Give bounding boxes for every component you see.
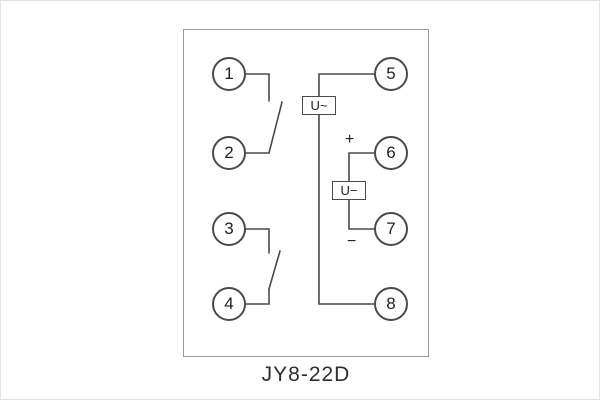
ac-voltage-box: U~ [302, 96, 336, 115]
model-caption: JY8-22D [261, 363, 351, 386]
wire-dcbox-to-7 [348, 199, 375, 230]
contact-3-fixed [245, 228, 270, 254]
polarity-minus-label: − [347, 233, 357, 250]
terminal-8: 8 [374, 287, 408, 321]
contact-3-4-blade [268, 250, 281, 290]
polarity-plus-label: + [345, 131, 355, 148]
terminal-2: 2 [212, 136, 246, 170]
dc-voltage-box: U− [332, 181, 366, 200]
terminal-7: 7 [374, 212, 408, 246]
terminal-6: 6 [374, 136, 408, 170]
terminal-3: 3 [212, 212, 246, 246]
contact-1-fixed [245, 73, 270, 102]
terminal-5: 5 [374, 57, 408, 91]
wire-acbox-to-8 [318, 114, 375, 305]
wire-6-to-dcbox [348, 152, 375, 182]
contact-1-2-blade [268, 101, 283, 154]
relay-outline [183, 29, 429, 357]
terminal-1: 1 [212, 57, 246, 91]
terminal-4: 4 [212, 287, 246, 321]
wire-5-to-acbox [318, 73, 375, 97]
contact-4-lead [245, 288, 270, 305]
